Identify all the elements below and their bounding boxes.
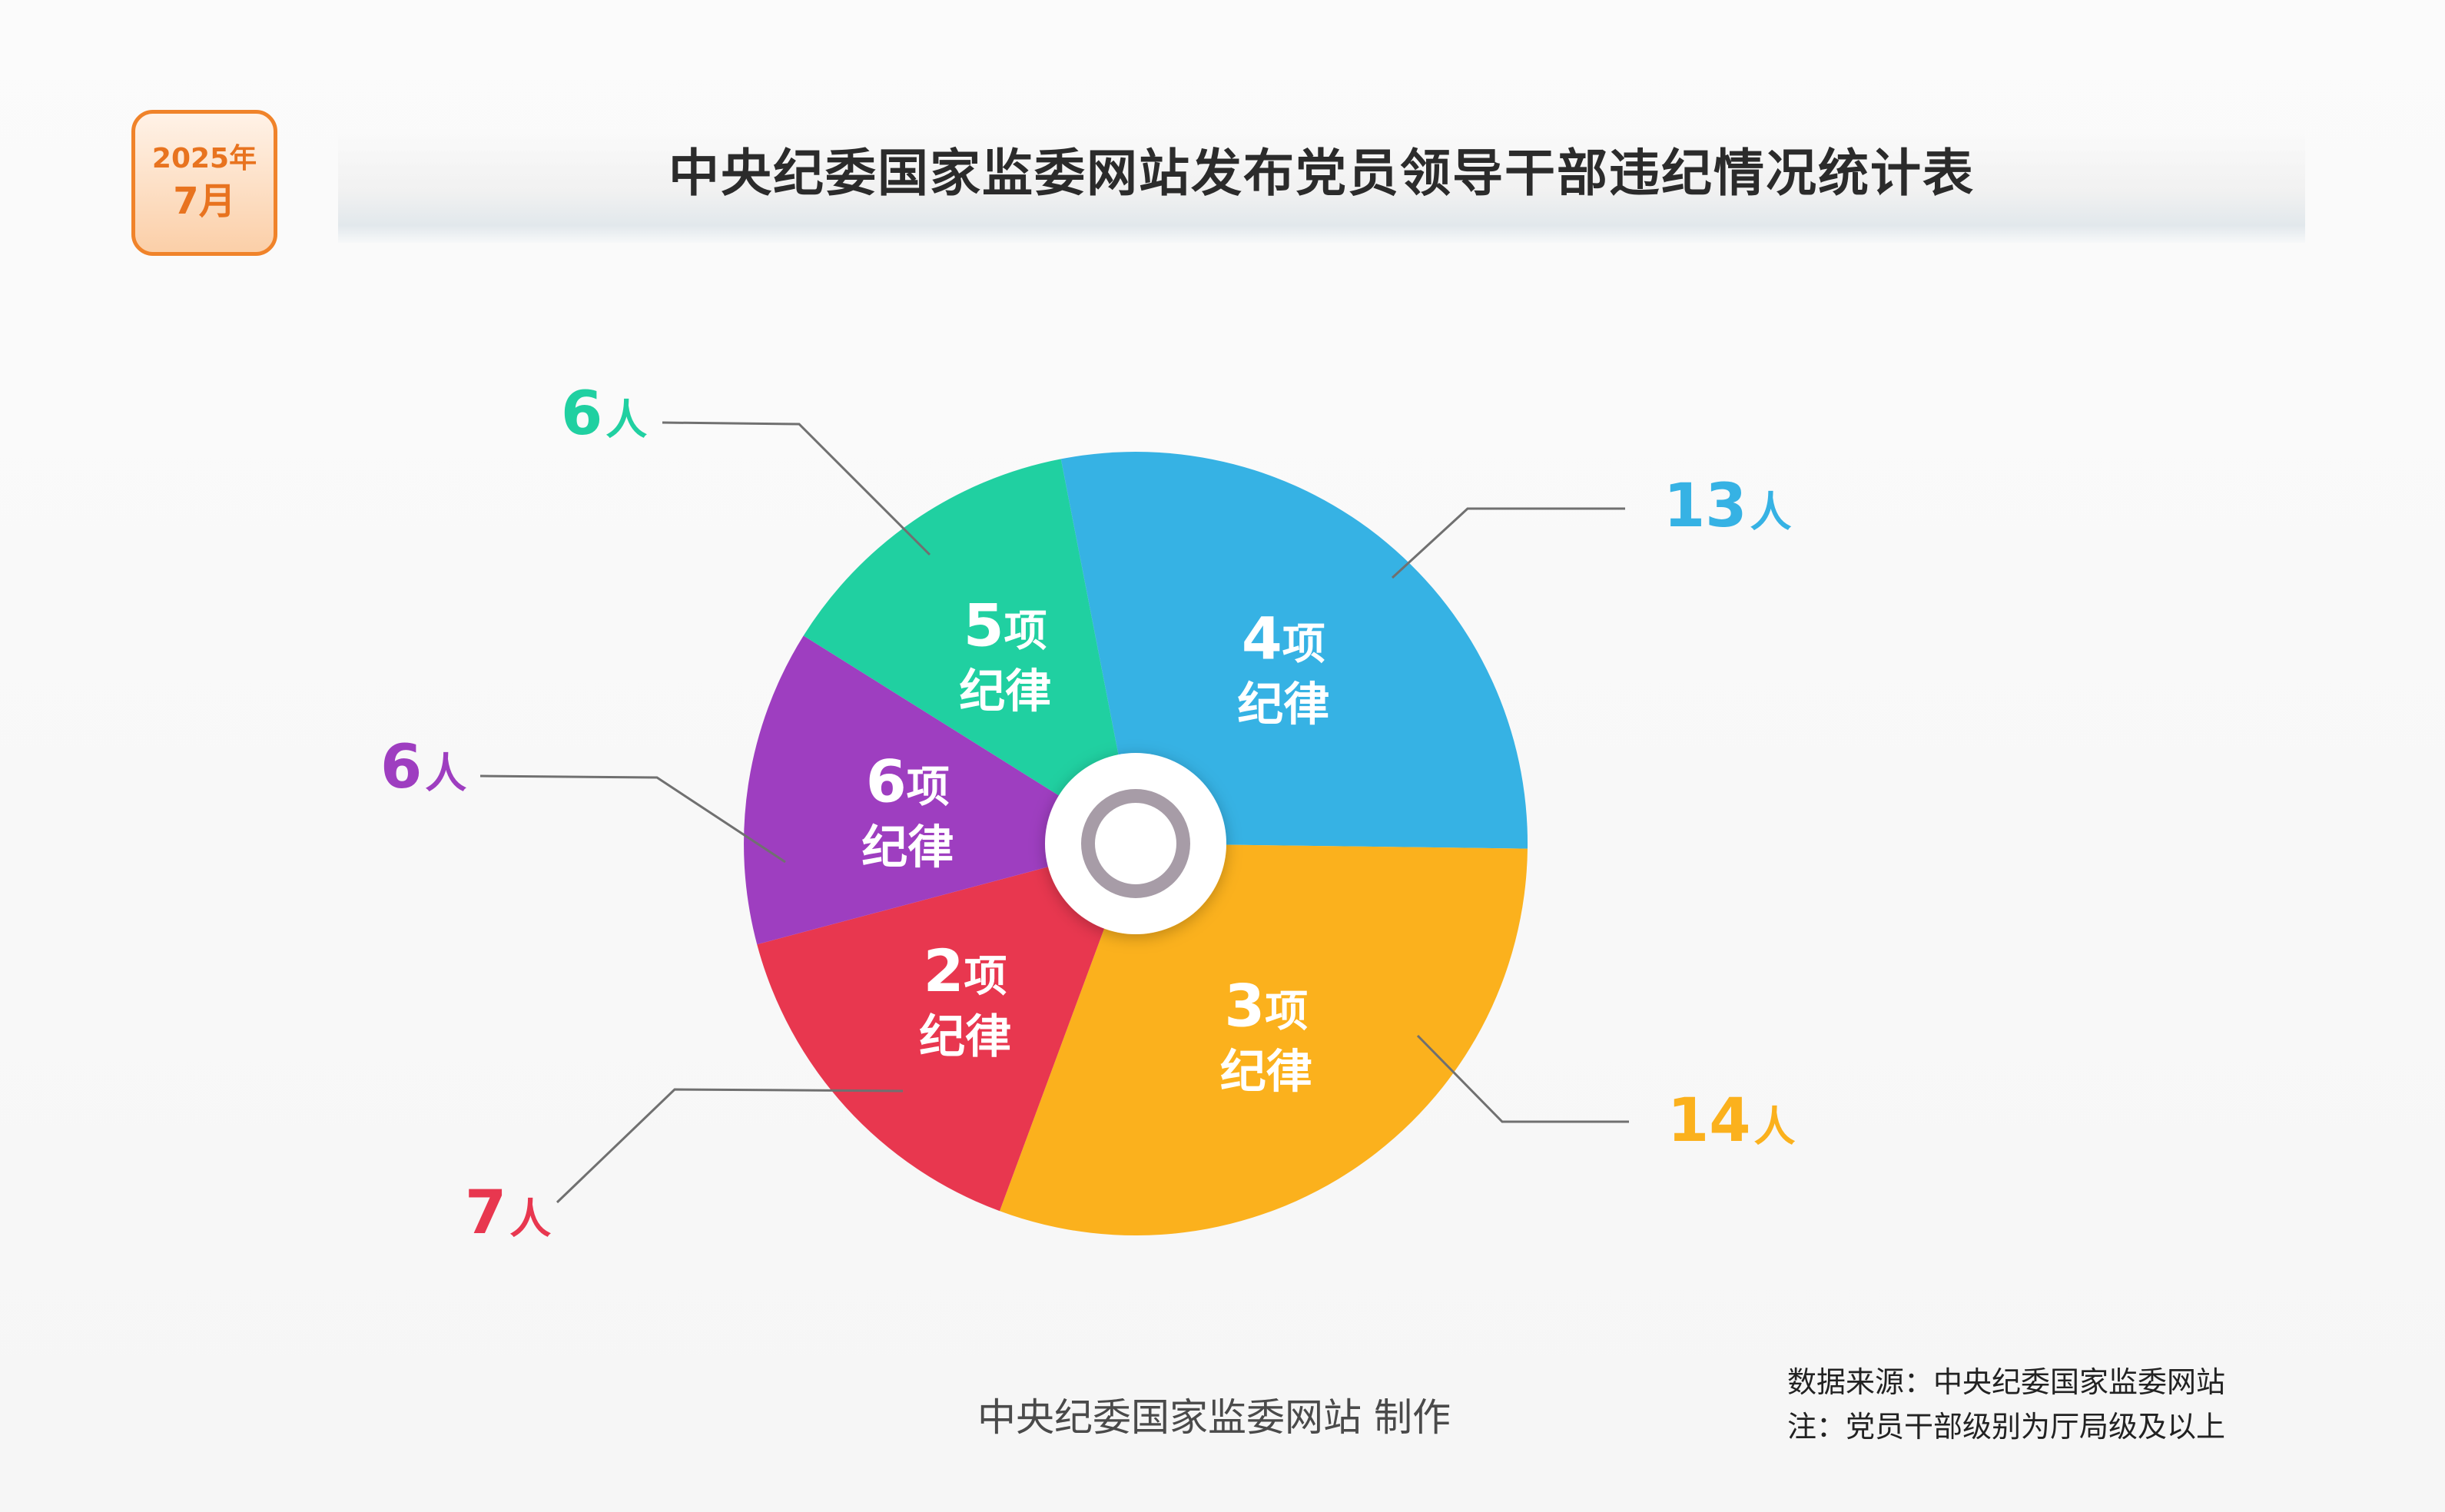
- center-ring-icon: [1081, 789, 1190, 898]
- slice-category-label: 纪律: [861, 821, 954, 874]
- leader-line: [479, 774, 786, 864]
- badge-month: 7月: [173, 180, 236, 223]
- date-badge: 2025年 7月: [131, 110, 277, 256]
- pie-slice: [803, 459, 1136, 844]
- value-label: 6人: [561, 380, 647, 449]
- slice-category-label: 纪律: [1237, 678, 1329, 732]
- slice-category-label: 纪律: [1220, 1045, 1312, 1099]
- slice-category-label: 纪律: [919, 1010, 1011, 1064]
- center-hole: [1045, 753, 1226, 934]
- title-bar: [338, 128, 2305, 243]
- note-line: 注：党员干部级别为厅局级及以上: [1787, 1410, 2226, 1444]
- pie-slice: [757, 844, 1136, 1212]
- value-label: 13人: [1664, 472, 1792, 541]
- source-note: 数据来源：中央纪委国家监委网站 注：党员干部级别为厅局级及以上: [1787, 1360, 2433, 1449]
- slice-count-label: 3项: [1224, 971, 1308, 1040]
- value-label: 6人: [380, 733, 466, 802]
- value-label: 7人: [465, 1179, 551, 1248]
- slice-count-label: 2项: [924, 937, 1007, 1005]
- leader-line: [1416, 1034, 1629, 1123]
- page-title: 中央纪委国家监委网站发布党员领导干部违纪情况统计表: [668, 144, 1975, 203]
- slice-count-label: 4项: [1242, 605, 1325, 673]
- center-disc: [1045, 753, 1226, 934]
- leader-line: [662, 421, 931, 556]
- slice-count-label: 6项: [866, 747, 950, 815]
- value-label: 14人: [1667, 1086, 1796, 1156]
- pie-slice: [1060, 452, 1528, 849]
- pie-slice: [744, 635, 1136, 945]
- badge-year: 2025年: [151, 143, 257, 174]
- credit-text: 中央纪委国家监委网站 制作: [977, 1395, 1451, 1440]
- leader-line: [1391, 507, 1625, 579]
- pie-slice: [1000, 844, 1528, 1236]
- slice-category-label: 纪律: [959, 665, 1051, 719]
- source-line: 数据来源：中央纪委国家监委网站: [1787, 1365, 2226, 1399]
- leader-line: [556, 1088, 904, 1204]
- slice-count-label: 5项: [964, 592, 1047, 660]
